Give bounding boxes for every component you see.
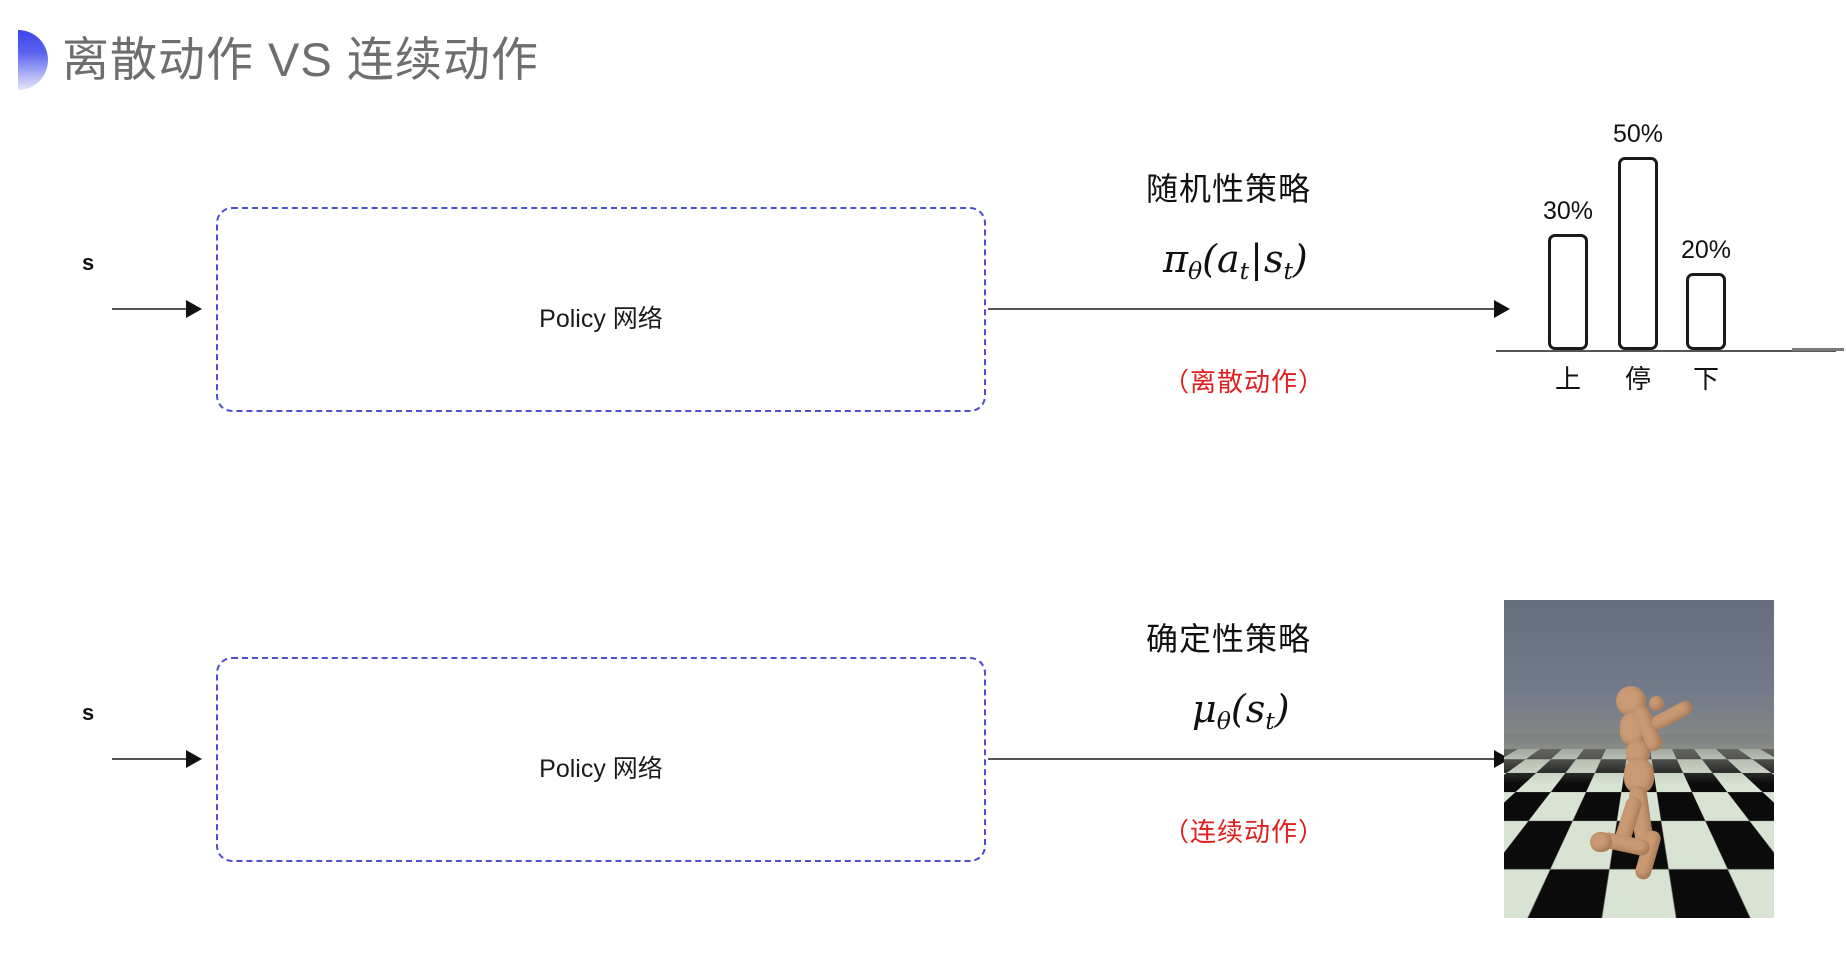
formula-arg2: s [1263,237,1284,281]
policy-type-title-continuous: 确定性策略 [1146,621,1312,657]
formula-separator: | [1250,237,1263,281]
output-arrow-line-continuous [988,758,1498,760]
humanoid-simulation-image [1504,600,1774,918]
formula-head: π [1163,237,1188,281]
formula-arg1: s [1245,687,1266,731]
bar-category-label: 停 [1624,364,1651,394]
bar-category-label: 下 [1692,364,1719,394]
slide-edge-tick [1792,348,1844,351]
output-arrow-head-discrete [1494,300,1510,318]
bar-value-label: 20% [1680,236,1732,264]
state-input-label-continuous: s [82,700,95,725]
state-input-label-discrete: s [82,250,95,275]
policy-formula-discrete: πθ(at|st) [1163,237,1308,285]
humanoid-foot [1590,832,1612,852]
title-bullet-icon [18,30,48,90]
bar-value-label: 50% [1612,120,1664,148]
formula-arg2-sub: t [1283,257,1293,286]
output-arrow-line-discrete [988,308,1498,310]
policy-network-label-discrete: Policy 网络 [539,305,663,333]
input-arrow-head-continuous [186,750,202,768]
input-arrow-head-discrete [186,300,202,318]
formula-head-sub: θ [1187,257,1203,286]
page-title: 离散动作 VS 连续动作 [62,33,539,86]
formula-head: μ [1192,687,1217,731]
formula-arg1: a [1217,237,1240,281]
bar-rect [1618,157,1658,350]
formula-arg1-sub: t [1239,257,1250,286]
action-probability-bar-chart: 30% 上 50% 停 20% 下 [1496,96,1836,396]
formula-close-paren: ) [1274,687,1290,731]
formula-arg1-sub: t [1265,707,1275,736]
bar-category-label: 上 [1554,364,1581,394]
bar-value-label: 30% [1542,197,1594,225]
formula-open-paren: ( [1202,237,1217,281]
policy-network-box-discrete[interactable]: Policy 网络 [216,207,986,412]
action-type-note-continuous: （连续动作） [1163,817,1326,847]
formula-close-paren: ) [1292,237,1308,281]
policy-network-box-continuous[interactable]: Policy 网络 [216,657,986,862]
input-arrow-line-discrete [112,308,192,310]
policy-network-label-continuous: Policy 网络 [539,755,663,783]
chart-x-axis [1496,350,1836,352]
action-type-note-discrete: （离散动作） [1163,367,1326,397]
policy-formula-continuous: μθ(st) [1192,687,1290,735]
formula-head-sub: θ [1216,707,1231,736]
bar-rect [1548,234,1588,350]
humanoid-hand [1649,696,1664,711]
input-arrow-line-continuous [112,758,192,760]
policy-type-title-discrete: 随机性策略 [1146,171,1312,207]
formula-open-paren: ( [1230,687,1246,731]
bar-rect [1686,273,1726,350]
